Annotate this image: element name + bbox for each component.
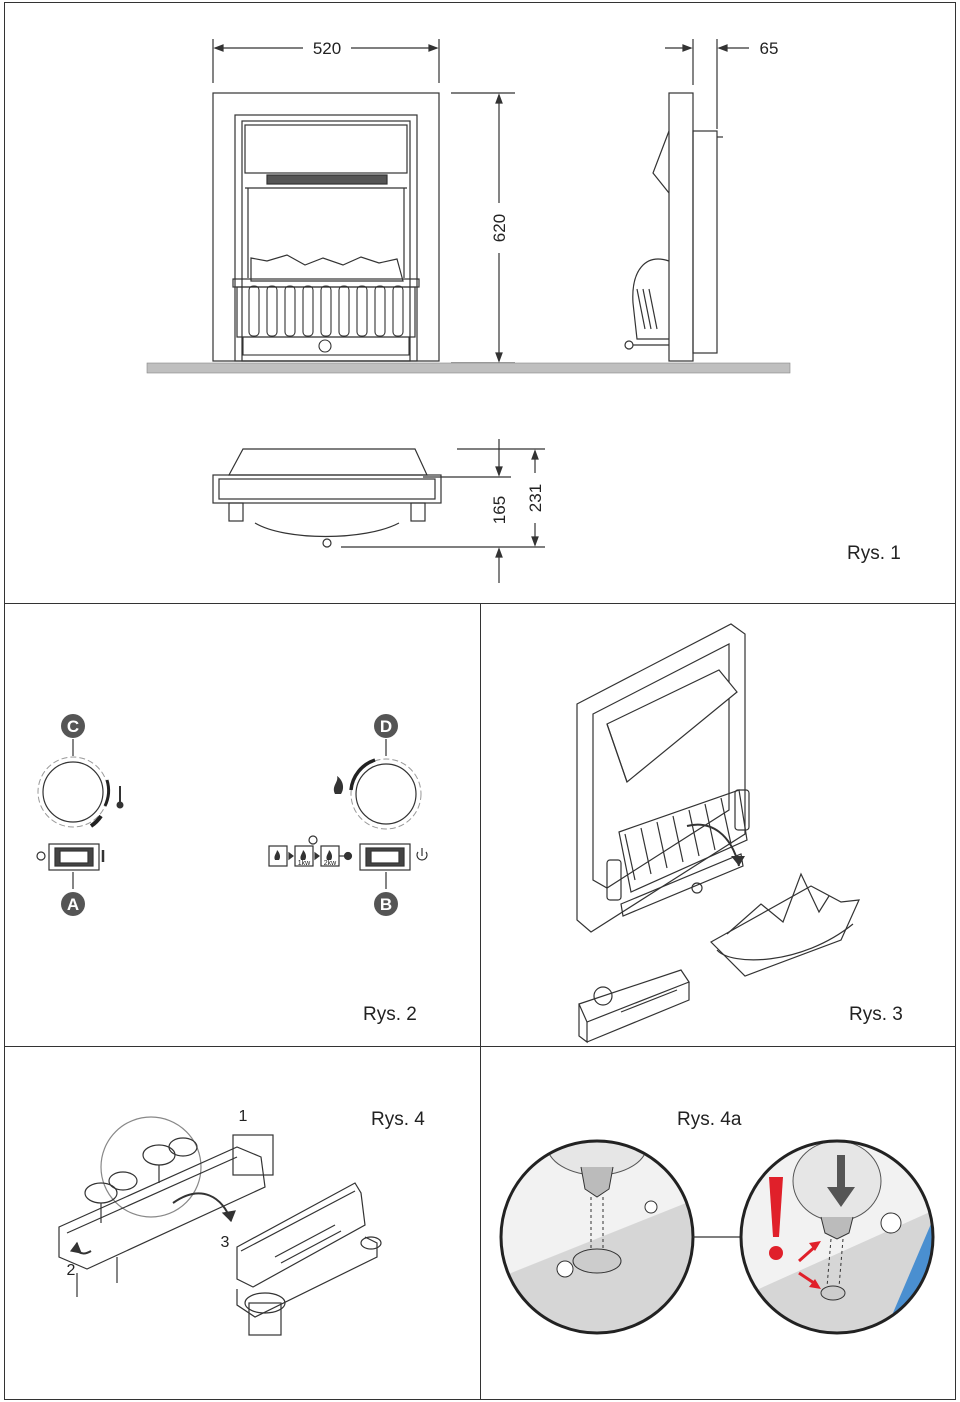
controls-drawing: C A D [36, 714, 428, 916]
label-c-badge [61, 714, 85, 738]
heater-module [578, 969, 690, 1044]
figure-1-caption: Rys. 1 [847, 543, 901, 564]
fuel-bed-drawing [576, 623, 860, 1044]
flame-step-icon-2kw [326, 850, 333, 860]
flame-icon [333, 776, 344, 794]
power-step-1kw: 1kw [298, 860, 311, 867]
figure-3-caption: Rys. 3 [849, 1004, 903, 1025]
figure-4-caption: Rys. 4 [371, 1109, 425, 1130]
figure-4a-panel: Rys. 4a [480, 1046, 956, 1400]
figure-1-panel: 520 65 620 165 231 Rys. 1 [4, 2, 956, 605]
label-d: D [380, 717, 392, 736]
removal-arrow [686, 823, 740, 867]
power-step-2kw: 2kw [324, 860, 337, 867]
depth-a-dimension-label: 165 [490, 496, 509, 524]
figure-4a-caption: Rys. 4a [677, 1109, 742, 1130]
arrow-head [731, 856, 745, 866]
figure-2-panel: C A D [4, 603, 482, 1048]
lamp-detail-drawing [499, 1139, 935, 1335]
warning-exclamation-icon [769, 1177, 783, 1237]
label-d-badge [374, 714, 398, 738]
dimension-drawing: 520 65 620 165 231 [146, 39, 791, 583]
label-b-badge [374, 892, 398, 916]
lamp-replacement-drawing: 1 2 3 [58, 1108, 382, 1336]
flame-step-icon-1kw [300, 850, 307, 860]
label-a-badge [61, 892, 85, 916]
step-2-label: 2 [67, 1262, 76, 1279]
depth-b-dimension-label: 231 [526, 484, 545, 512]
log-set [710, 872, 860, 977]
width-dimension-label: 520 [313, 39, 341, 58]
flame-step-icon [274, 850, 281, 860]
label-b: B [380, 895, 392, 914]
figure-2-caption: Rys. 2 [363, 1004, 417, 1025]
figure-3-panel: Rys. 3 [480, 603, 956, 1048]
height-dimension-label: 620 [490, 214, 509, 242]
depth-top-dimension-label: 65 [760, 39, 779, 58]
blue-trim-right [881, 1177, 933, 1333]
press-arrow-icon [827, 1155, 855, 1207]
step-3-label: 3 [221, 1234, 230, 1251]
step-1-label: 1 [239, 1108, 248, 1125]
label-c: C [67, 717, 79, 736]
figure-4-panel: 1 2 3 Rys. 4 [4, 1046, 482, 1400]
label-a: A [67, 895, 79, 914]
